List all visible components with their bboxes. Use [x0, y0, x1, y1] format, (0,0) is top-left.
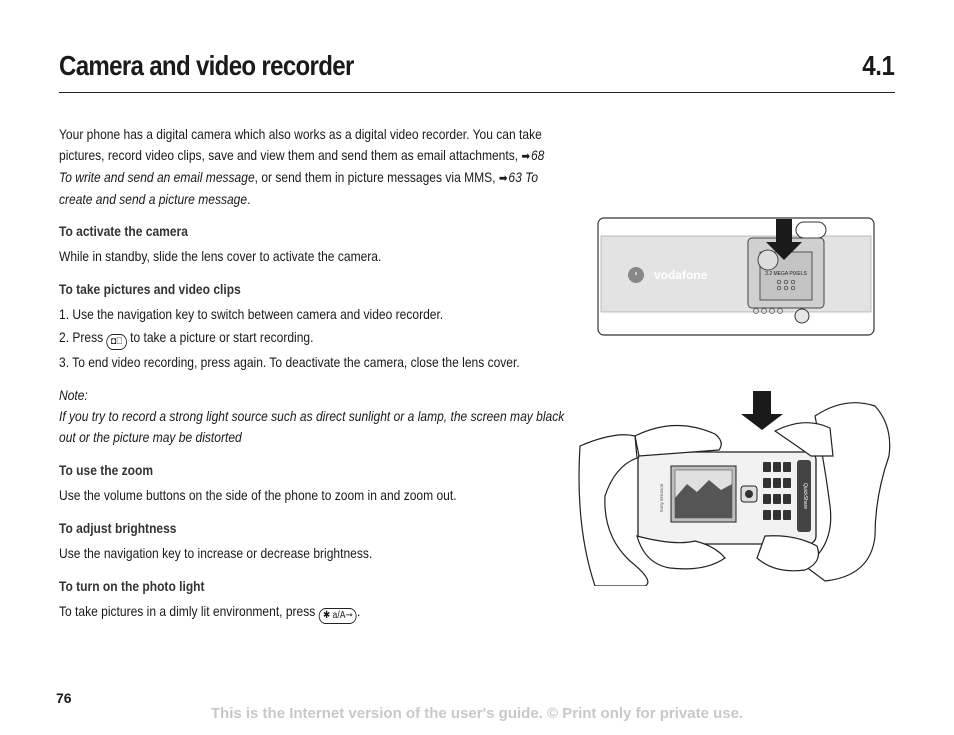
xref-picture-label: 63 To create and send a picture message	[59, 169, 539, 207]
heading-take-pictures: To take pictures and video clips	[59, 281, 241, 297]
intro-text-1: Your phone has a digital camera which al…	[59, 126, 542, 163]
photo-light-end: .	[356, 603, 361, 619]
section-number: 4.1	[861, 50, 895, 81]
intro-paragraph: Your phone has a digital camera which al…	[59, 124, 549, 210]
page-number: 76	[56, 690, 72, 706]
hands-holding-phone-illustration: QuickShare Sony Ericsson	[578, 391, 891, 586]
heading-zoom: To use the zoom	[59, 462, 154, 478]
arrow-right-icon: ➡	[498, 171, 508, 185]
indicator-lights	[753, 308, 783, 314]
svg-text:‘: ‘	[635, 271, 638, 282]
quickshare-label: QuickShare	[802, 483, 808, 509]
keypad	[763, 462, 791, 520]
camera-key-icon: ◘⃞	[106, 334, 127, 350]
xref-email-label: 68 To write and send an email message	[59, 147, 545, 185]
xref-picture-message[interactable]: ➡63 To create and send a picture message	[59, 169, 538, 207]
vodafone-logo-icon	[628, 267, 644, 283]
title-divider	[59, 92, 895, 93]
arrow-right-icon: ➡	[521, 149, 531, 163]
arrow-down-icon	[741, 391, 783, 430]
steps-list: 1. Use the navigation key to switch betw…	[59, 304, 575, 373]
page-title: Camera and video recorder	[59, 50, 354, 81]
intro-text-2: , or send them in picture messages via M…	[254, 169, 499, 185]
brand-label: vodafone	[654, 268, 708, 282]
intro-text-3: .	[247, 191, 251, 207]
heading-activate: To activate the camera	[59, 223, 188, 239]
xref-email[interactable]: ➡68 To write and send an email message	[59, 147, 544, 185]
step-2: 2. Press ◘⃞ to take a picture or start r…	[59, 327, 575, 350]
note-label: Note:	[59, 387, 88, 403]
step-3: 3. To end video recording, press again. …	[59, 354, 520, 370]
body-brightness: Use the navigation key to increase or de…	[59, 545, 373, 561]
star-key-icon: ✱ a/A⊸	[318, 608, 357, 624]
note-text: If you try to record a strong light sour…	[59, 408, 565, 445]
step-2-text-b: to take a picture or start recording.	[130, 329, 314, 345]
body-photo-light: To take pictures in a dimly lit environm…	[59, 601, 575, 624]
photo-light-text: To take pictures in a dimly lit environm…	[59, 603, 316, 619]
heading-brightness: To adjust brightness	[59, 520, 177, 536]
heading-photo-light: To turn on the photo light	[59, 578, 205, 594]
phone-brand-label: Sony Ericsson	[659, 483, 664, 512]
body-activate: While in standby, slide the lens cover t…	[59, 248, 382, 264]
step-1: 1. Use the navigation key to switch betw…	[59, 306, 444, 322]
megapixel-label: 3.2 MEGA PIXELS	[765, 271, 807, 277]
quickshare-strip	[797, 460, 811, 532]
main-text-column: Your phone has a digital camera which al…	[59, 124, 575, 636]
arrow-down-icon	[766, 219, 802, 260]
footer-notice: This is the Internet version of the user…	[210, 705, 744, 722]
button-circle-icon	[794, 308, 810, 324]
step-2-text-a: 2. Press	[59, 329, 104, 345]
lens-dots	[776, 279, 796, 291]
phone-back-illustration: 3.2 MEGA PIXELS ‘ vodafone	[597, 217, 875, 336]
body-zoom: Use the volume buttons on the side of th…	[59, 487, 457, 503]
